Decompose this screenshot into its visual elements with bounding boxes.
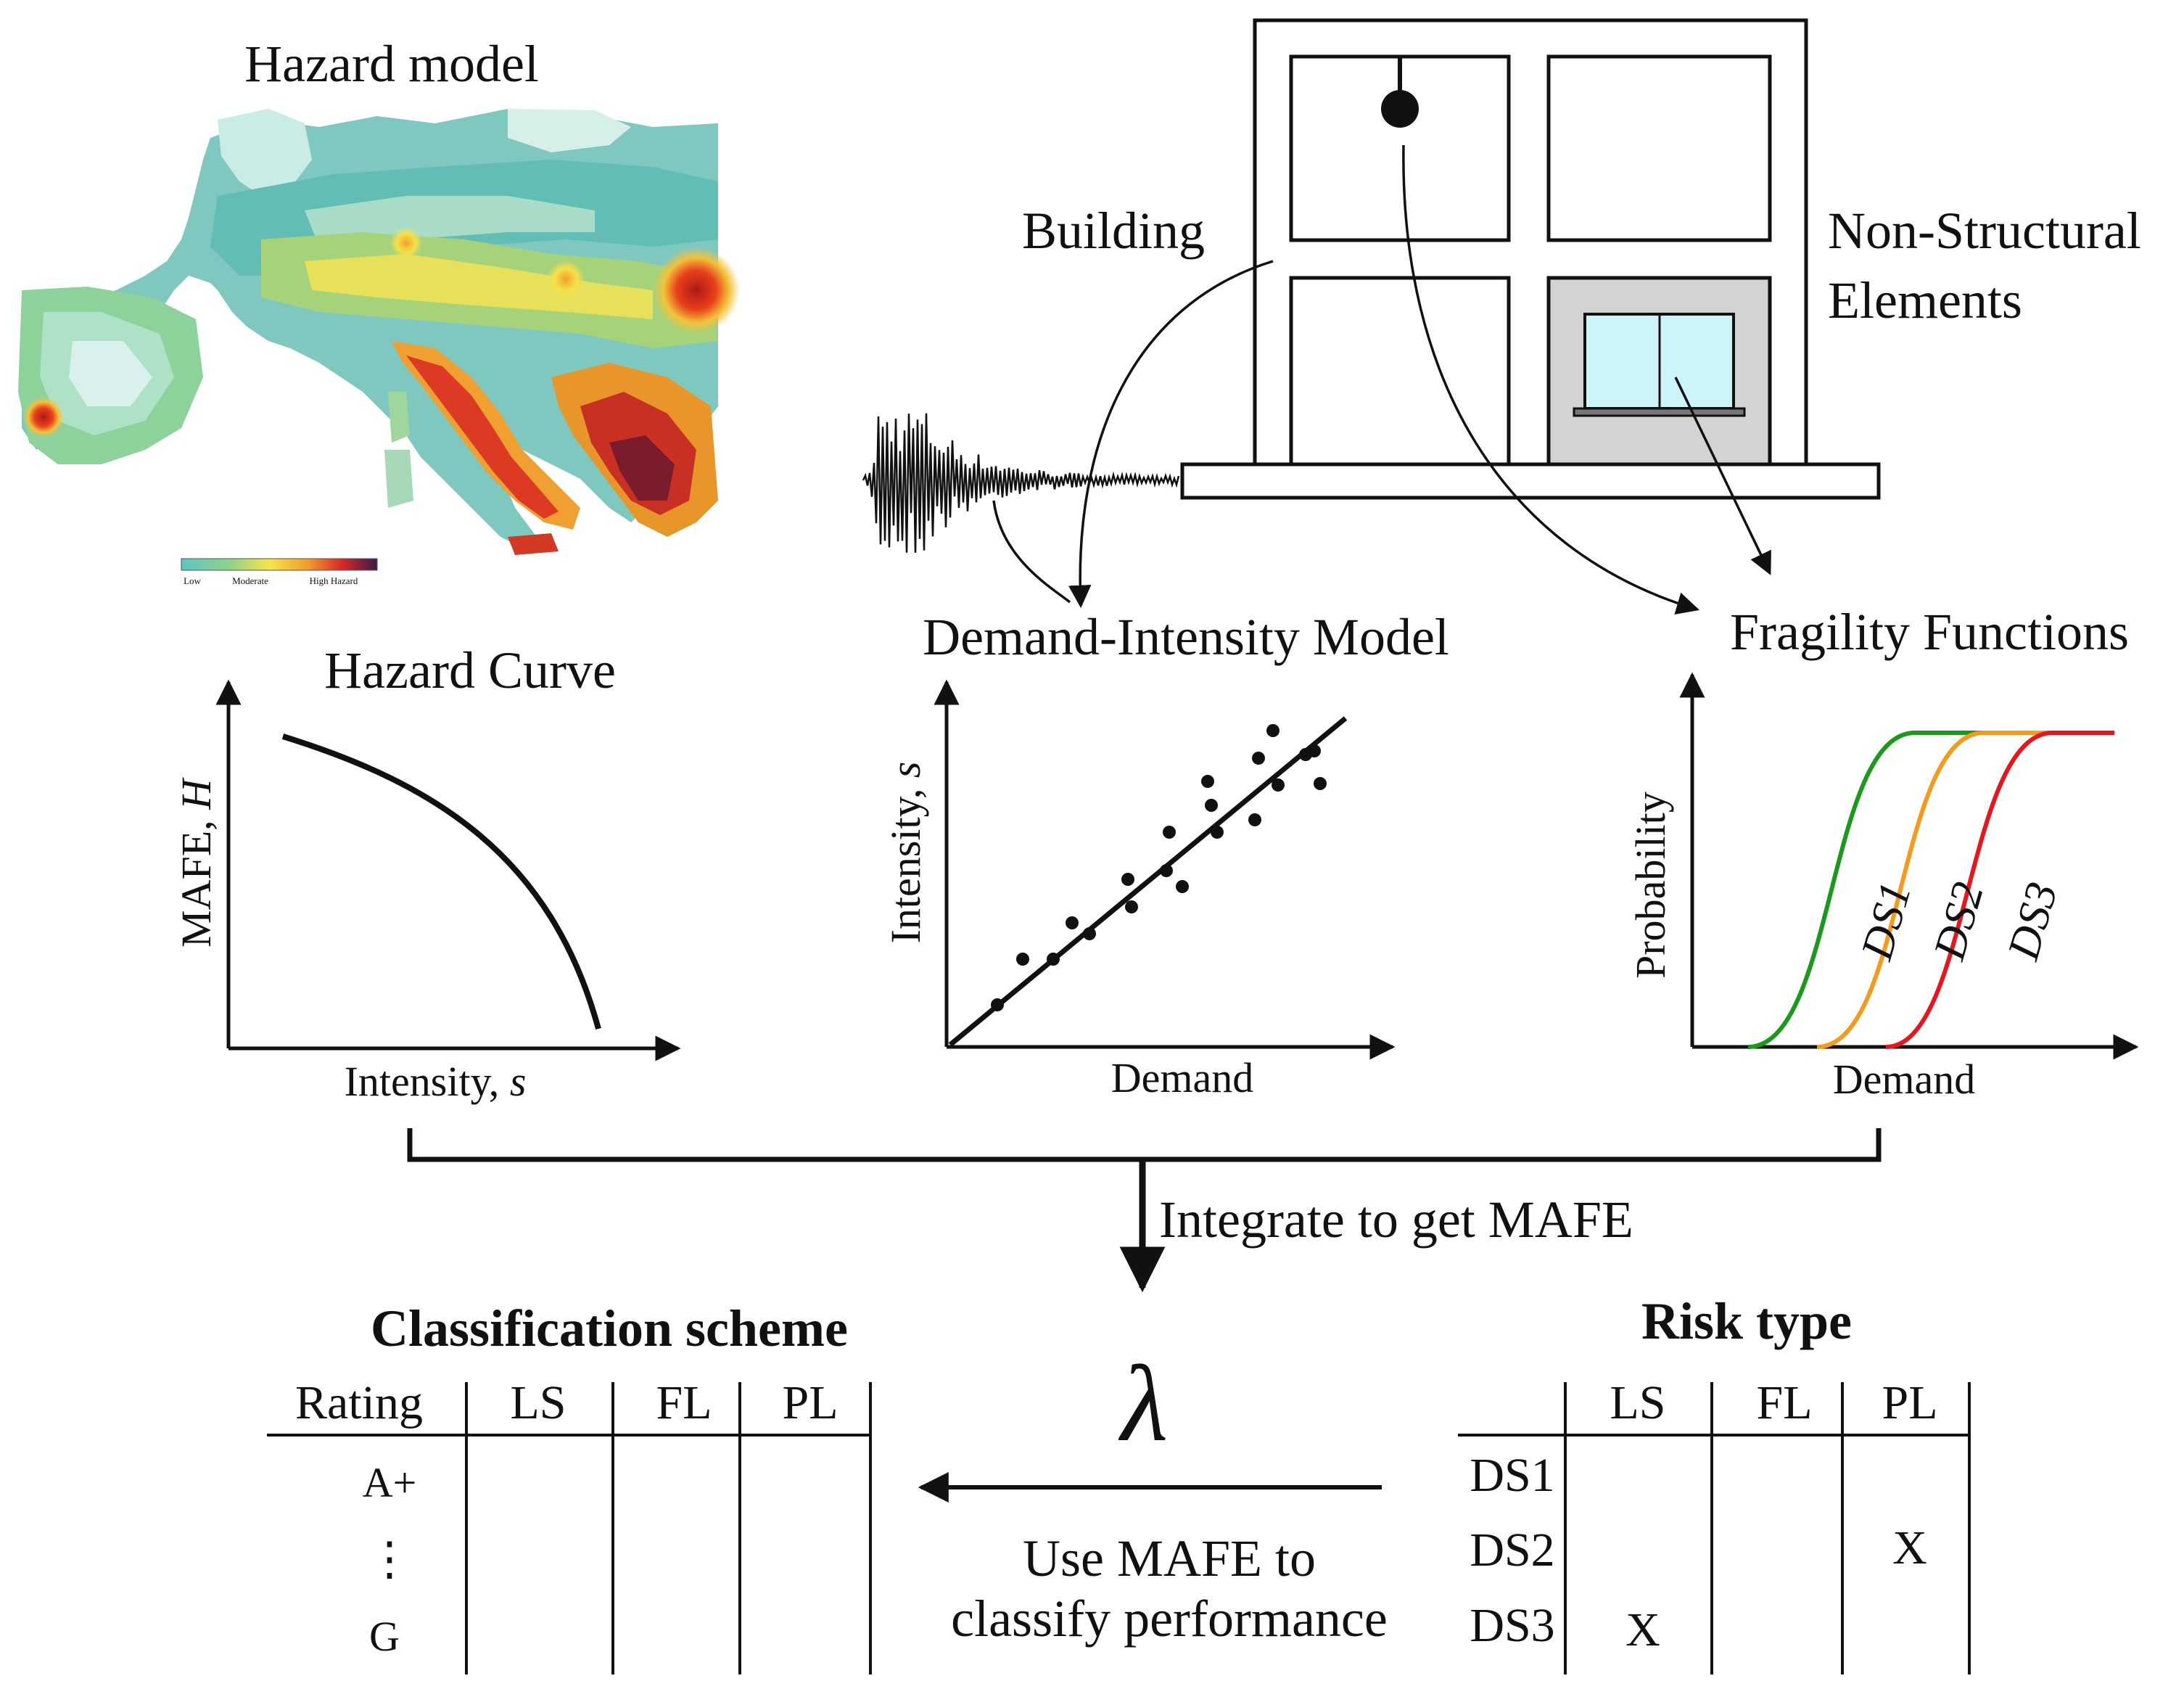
lambda-symbol: λ xyxy=(1118,1344,1169,1464)
nse-label-line2: Elements xyxy=(1828,271,2022,329)
classification-row-top: A+ xyxy=(363,1459,417,1506)
hazard-curve-xlabel: Intensity, s xyxy=(345,1058,527,1105)
risk-row-ds3: DS3 xyxy=(1470,1599,1554,1652)
scatter-point xyxy=(1176,880,1189,893)
risk-header-ls: LS xyxy=(1610,1376,1665,1429)
map-legend-moderate: Moderate xyxy=(232,575,268,586)
classification-row-bottom: G xyxy=(369,1613,400,1660)
scatter-point xyxy=(1201,775,1214,788)
demand-intensity-xlabel: Demand xyxy=(1111,1054,1254,1101)
demand-intensity-scatter xyxy=(991,724,1327,1011)
classify-label-line2: classify performance xyxy=(951,1590,1388,1648)
risk-mark-ds2-pl: X xyxy=(1892,1521,1927,1574)
classification-header-fl: FL xyxy=(656,1376,712,1429)
scatter-point xyxy=(1308,744,1321,757)
classification-row-ellipsis: ⋮ xyxy=(366,1533,413,1585)
pendulum-mass-icon xyxy=(1381,90,1419,128)
nse-label-line1: Non-Structural xyxy=(1828,202,2141,260)
scatter-point xyxy=(1121,873,1134,886)
fragility-label-ds3: DS3 xyxy=(1998,877,2067,966)
arrow-window-to-fragility xyxy=(1674,377,1771,575)
hazard-model-title: Hazard model xyxy=(244,35,539,93)
map-legend-low: Low xyxy=(184,575,201,586)
fragility-ylabel: Probability xyxy=(1627,792,1674,979)
demand-intensity-title: Demand-Intensity Model xyxy=(923,608,1449,666)
risk-type-title: Risk type xyxy=(1641,1292,1852,1350)
risk-mark-ds3-ls: X xyxy=(1625,1603,1660,1656)
classification-header-pl: PL xyxy=(782,1376,838,1429)
ground-motion-record xyxy=(862,413,1180,553)
arrow-pendulum-to-fragility xyxy=(1402,144,1700,615)
risk-row-ds1: DS1 xyxy=(1470,1449,1554,1502)
building-label: Building xyxy=(1022,202,1205,260)
arrow-building-to-demand xyxy=(1068,260,1274,609)
demand-intensity-fit-line xyxy=(948,716,1348,1047)
scatter-point xyxy=(1248,813,1261,826)
classification-title: Classification scheme xyxy=(371,1299,848,1357)
scatter-point xyxy=(1252,752,1265,765)
scatter-point xyxy=(1205,799,1218,812)
risk-type-table: LS FL PL DS1 DS2 DS3 X X xyxy=(1458,1376,1971,1674)
map-legend-bar xyxy=(181,558,378,571)
fragility-xlabel: Demand xyxy=(1833,1056,1976,1103)
classification-table: Rating LS FL PL A+ ⋮ G xyxy=(267,1376,872,1674)
classify-label-line1: Use MAFE to xyxy=(1023,1529,1316,1587)
hazard-map: Low Moderate High Hazard xyxy=(15,109,740,602)
hazard-curve-title: Hazard Curve xyxy=(324,641,616,699)
scatter-point xyxy=(1272,778,1285,792)
scatter-point xyxy=(1211,826,1224,839)
fragility-curve-ds2 xyxy=(1816,731,2114,1049)
integration-label: Integrate to get MAFE xyxy=(1159,1191,1633,1249)
scatter-point xyxy=(1125,900,1138,913)
building-frame xyxy=(1180,18,1881,500)
scatter-point xyxy=(1266,724,1280,737)
fragility-title: Fragility Functions xyxy=(1730,603,2129,661)
scatter-point xyxy=(1160,864,1173,877)
scatter-point xyxy=(1066,916,1079,929)
scatter-point xyxy=(991,998,1004,1011)
fragility-curve-ds3 xyxy=(1885,731,2114,1049)
scatter-point xyxy=(1314,777,1327,790)
integration-bracket xyxy=(407,1128,1882,1162)
risk-header-pl: PL xyxy=(1882,1376,1937,1429)
hazard-curve-line xyxy=(281,733,601,1030)
risk-row-ds2: DS2 xyxy=(1470,1524,1554,1577)
fragility-label-ds1: DS1 xyxy=(1852,877,1921,966)
scatter-point xyxy=(1016,953,1029,966)
risk-header-fl: FL xyxy=(1756,1376,1812,1429)
classification-header-rating: Rating xyxy=(295,1376,423,1429)
demand-intensity-ylabel: Intensity, s xyxy=(882,762,929,944)
scatter-point xyxy=(1083,927,1096,940)
hazard-curve-ylabel: MAFE, H xyxy=(173,777,220,948)
scatter-point xyxy=(1163,826,1176,839)
scatter-point xyxy=(1047,953,1060,966)
arrow-record-to-demand xyxy=(992,500,1071,604)
map-legend-high: High Hazard xyxy=(310,575,358,586)
classification-header-ls: LS xyxy=(510,1376,566,1429)
fragility-label-ds2: DS2 xyxy=(1924,877,1993,966)
fragility-curve-ds1 xyxy=(1747,731,2114,1049)
building-foundation xyxy=(1180,462,1881,500)
